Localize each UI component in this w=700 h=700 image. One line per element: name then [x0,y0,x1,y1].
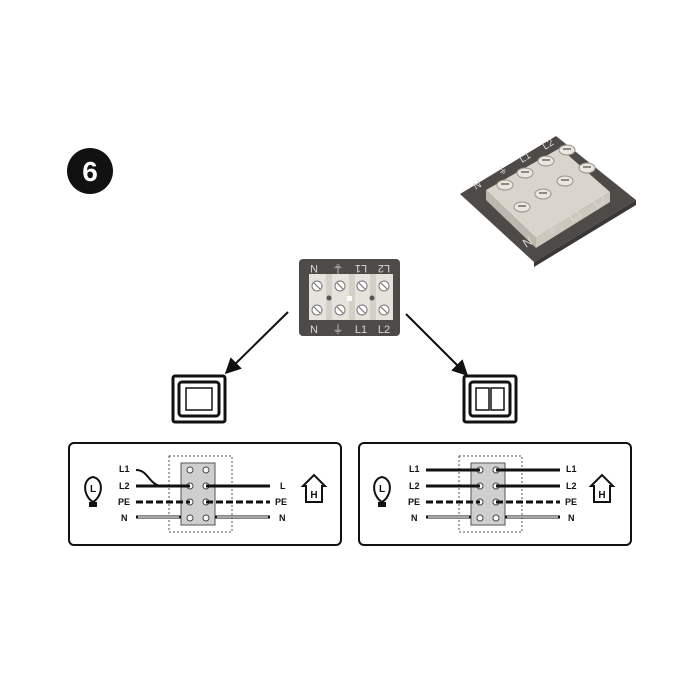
terminal-flat-top-label-l2: L2 [378,262,390,274]
lamp-icon: L [373,475,391,507]
wiring-panel-double: L L1 L2 PE N L1 L2 PE N [358,442,632,546]
wire-label-pe: PE [408,497,420,507]
house-icon: H [300,473,328,503]
terminal-flat-top-label-earth: ⏚ [333,262,344,275]
wiring-panel-single: L L1 L2 PE N L PE N H [68,442,342,546]
wire-label-right-l: L [280,481,286,491]
arrow-to-single-switch [224,311,289,375]
terminal-flat-top-label-l1: L1 [355,262,367,274]
wire-label-l1: L1 [409,464,420,474]
terminal-flat-bottom-label-l2: L2 [378,324,390,336]
wire-label-n: N [411,513,418,523]
terminal-block-3d: N ⏚ L1 L2 N ⏚ L1 L2 [460,136,636,267]
wire-label-right-pe: PE [565,497,577,507]
wire-label-right-n: N [568,513,575,523]
step-number: 6 [82,156,98,187]
wire-label-right-l1: L1 [566,464,577,474]
wire-label-n: N [121,513,128,523]
terminal-3d-top-label-n: N [472,179,484,192]
wire-label-right-n: N [279,513,286,523]
wire-label-right-pe: PE [275,497,287,507]
double-rocker-switch-icon [462,374,518,424]
wire-label-l2: L2 [409,481,420,491]
wire-label-right-l2: L2 [566,481,577,491]
wire-label-l2: L2 [119,481,130,491]
lamp-icon: L [84,475,102,507]
terminal-flat-bottom-label-n: N [310,324,318,336]
wire-label-l1: L1 [119,464,130,474]
terminal-flat-bottom-label-earth: ⏚ [333,323,344,336]
wire-label-pe: PE [118,497,130,507]
terminal-flat-bottom-label-l1: L1 [355,324,367,336]
house-icon: H [588,473,616,503]
terminal-block-flat: N ⏚ L1 L2 N ⏚ L1 L2 [299,259,400,336]
single-rocker-switch-icon [171,374,227,424]
house-letter: H [598,490,605,501]
house-letter: H [310,490,317,501]
terminal-flat-top-label-n: N [310,262,318,274]
lamp-letter: L [379,484,385,495]
arrow-to-double-switch [405,313,469,377]
step-badge: 6 [67,148,113,194]
lamp-letter: L [90,484,96,495]
